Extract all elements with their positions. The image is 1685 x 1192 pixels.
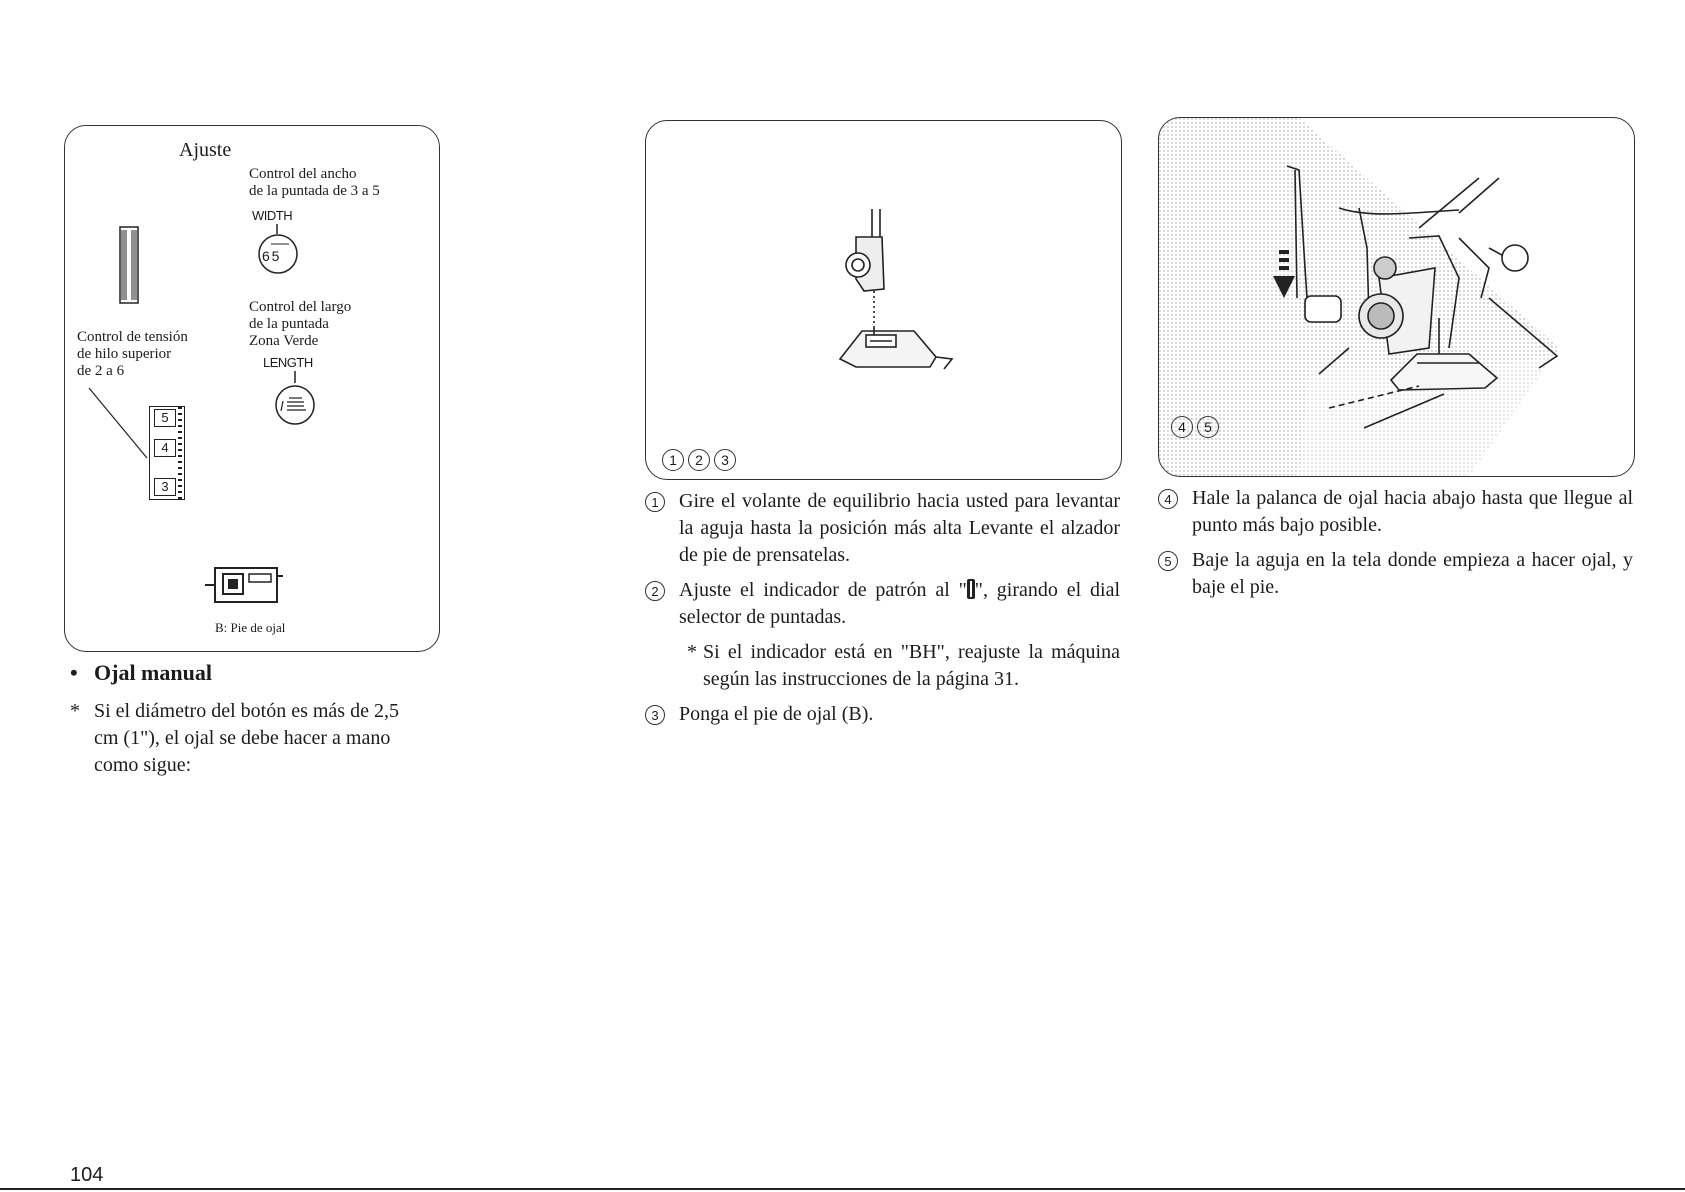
length-tag: LENGTH [263, 355, 313, 370]
tension-control-label: Control de tensión de hilo superior de 2… [77, 329, 188, 379]
step-2: 2 Ajuste el indicador de patrón al "", g… [645, 577, 1120, 631]
step-3: 3 Ponga el pie de ojal (B). [645, 701, 1120, 728]
manual-note: * Si el diámetro del botón es más de 2,5… [70, 700, 399, 776]
length-dial-icon [275, 371, 315, 425]
tension-value-4: 4 [154, 439, 176, 457]
settings-panel: Ajuste Control del ancho de la puntada d… [64, 125, 440, 652]
tension-dial-strip: 5 4 3 [149, 406, 185, 500]
width-dial-icon [258, 224, 298, 274]
buttonhole-foot-icon [205, 567, 283, 603]
tension-value-5: 5 [154, 409, 176, 427]
machine-illustration [1159, 118, 1559, 476]
length-control-label: Control del largo de la puntada Zona Ver… [249, 299, 352, 349]
width-control-label: Control del ancho de la puntada de 3 a 5 [249, 166, 380, 199]
step-2-note: * Si el indicador está en "BH", reajuste… [687, 641, 1120, 690]
tension-leader-line [88, 387, 148, 459]
steps-middle: 1 Gire el volante de equilibrio hacia us… [645, 488, 1120, 736]
step-5: 5 Baje la aguja en la tela donde empieza… [1158, 547, 1633, 601]
manual-heading: •Ojal manual [70, 660, 212, 685]
buttonhole-pattern-icon [966, 579, 975, 599]
page-bottom-rule [0, 1188, 1685, 1190]
step-1: 1 Gire el volante de equilibrio hacia us… [645, 488, 1120, 569]
step-4: 4 Hale la palanca de ojal hacia abajo ha… [1158, 485, 1633, 539]
width-dial-value: 6 5 [262, 248, 279, 264]
foot-caption: B: Pie de ojal [215, 620, 286, 635]
settings-title: Ajuste [179, 139, 232, 161]
width-tag: WIDTH [252, 208, 293, 223]
presser-foot-illustration [838, 209, 954, 370]
steps-right: 4 Hale la palanca de ojal hacia abajo ha… [1158, 485, 1633, 609]
tension-value-3: 3 [154, 478, 176, 496]
page-number: 104 [70, 1164, 104, 1186]
buttonhole-stitch-icon [119, 226, 139, 304]
